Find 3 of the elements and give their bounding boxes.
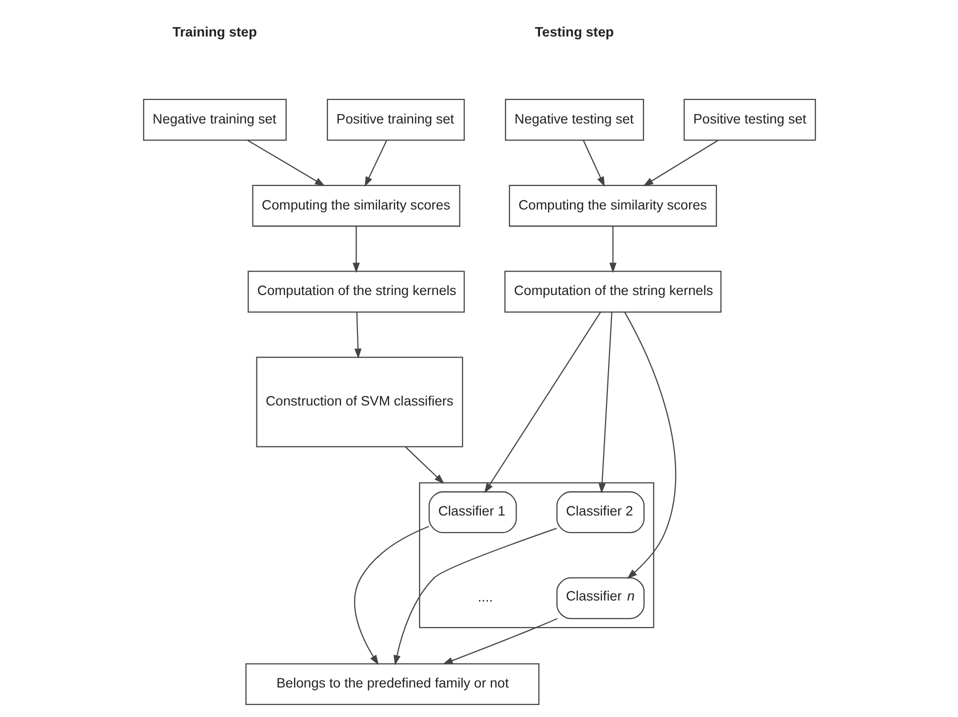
label: .... (477, 589, 492, 604)
label: Testing step (534, 24, 614, 39)
label: Training step (172, 24, 256, 39)
